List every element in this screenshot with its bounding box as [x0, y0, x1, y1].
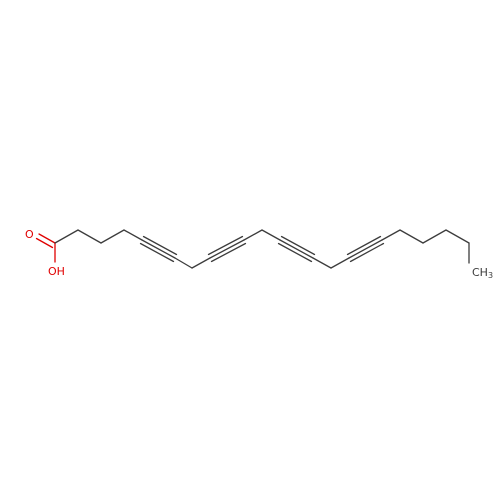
triple-bond-4-lower	[349, 242, 385, 263]
bond-c1-c2	[54, 229, 79, 244]
triple-bond-1-center	[141, 239, 176, 259]
bond-c16-c17	[399, 229, 424, 244]
bond-c12-c13	[312, 257, 332, 269]
bond-c7-c8	[191, 257, 211, 269]
triple-bond-1-upper	[142, 235, 178, 256]
triple-bond-4-upper	[346, 235, 382, 256]
carbonyl-double-bond-a	[38, 233, 56, 244]
atom-labels: O OH CH3	[25, 228, 493, 280]
carbonyl-double-bond-b	[35, 237, 54, 249]
methyl-symbol: CH	[472, 266, 488, 279]
bond-c3-c4	[100, 229, 125, 244]
triple-bond-3-upper	[280, 235, 316, 256]
triple-bond-3-lower	[277, 242, 313, 263]
bond-c9-c10	[243, 229, 263, 241]
triple-bond-3-center	[279, 239, 314, 259]
triple-bond-1-lower	[139, 242, 175, 263]
triple-bond-2-upper	[207, 235, 244, 256]
triple-bond-2-center	[209, 239, 245, 259]
bond-c10-c11	[261, 229, 281, 241]
carbon-skeleton	[35, 229, 470, 269]
bond-c2-c3	[77, 229, 102, 244]
bond-c13-c14	[330, 257, 350, 269]
carbonyl-oxygen-label: O	[25, 228, 34, 241]
hydroxyl-label: OH	[48, 265, 65, 278]
terminal-methyl-label: CH3	[472, 266, 493, 280]
methyl-subscript: 3	[488, 271, 493, 280]
triple-bond-2-lower	[210, 242, 247, 263]
bond-c15-c16	[381, 229, 401, 241]
bond-c18-c19	[445, 229, 470, 244]
bond-c6-c7	[174, 257, 193, 269]
bond-c4-c5	[123, 229, 143, 241]
triple-bond-4-center	[348, 239, 383, 259]
bond-c17-c18	[422, 229, 447, 244]
